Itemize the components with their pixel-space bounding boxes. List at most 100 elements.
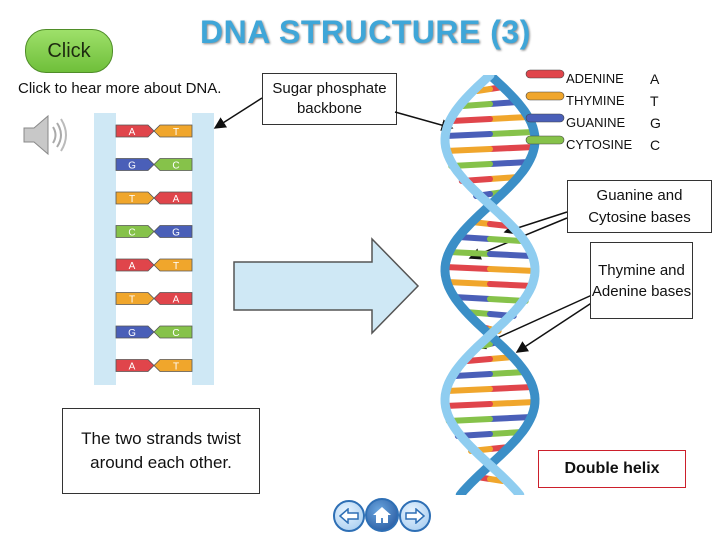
thymine-adenine-label: Thymine and Adenine bases: [590, 242, 693, 319]
base-letter: A: [129, 127, 136, 138]
legend-swatches: [525, 69, 565, 145]
helix-backbone-b: [440, 75, 540, 495]
base-letter: T: [173, 127, 179, 138]
helix-base: [459, 101, 493, 109]
click-button-label: Click: [47, 39, 91, 62]
helix-base: [487, 281, 537, 289]
base-left: [115, 124, 155, 138]
helix-base: [487, 399, 538, 407]
helix-base-pair: [459, 99, 521, 109]
ladder-left-strand: [94, 113, 116, 385]
helix-base-pair: [442, 264, 538, 274]
legend-letters: A T G C: [650, 68, 661, 156]
helix-base-pair: [442, 144, 538, 154]
helix-base: [487, 384, 536, 392]
base-right: [153, 258, 193, 272]
base-letter: G: [172, 228, 180, 239]
helix-base: [442, 131, 493, 139]
base-right: [153, 124, 193, 138]
base-right: [153, 158, 193, 171]
helix-base-pair: [451, 294, 529, 304]
helix-base: [443, 279, 493, 287]
base-letter: G: [128, 161, 136, 172]
helix-base: [451, 294, 493, 302]
legend-cytosine: CYTOSINE: [566, 137, 633, 152]
home-icon: [373, 507, 391, 523]
speaker-icon[interactable]: [20, 112, 70, 158]
base-letter: T: [129, 194, 135, 205]
helix-base-pair: [448, 114, 532, 124]
helix-base-pair: [451, 369, 529, 379]
helix-base: [444, 386, 493, 394]
helix-base: [442, 264, 493, 272]
gc-text: Guanine and Cytosine bases: [588, 186, 691, 226]
legend-thymine: THYMINE: [566, 93, 625, 108]
ladder-right-strand: [192, 113, 214, 385]
base-left: [115, 292, 155, 305]
transform-arrow: [233, 237, 420, 335]
back-button[interactable]: [333, 500, 365, 532]
base-left: [115, 158, 155, 171]
double-helix-label: Double helix: [538, 450, 686, 488]
legend-swatch-thymine: [525, 91, 565, 101]
legend-names: ADENINE THYMINE GUANINE CYTOSINE: [566, 68, 632, 156]
helix-base-pair: [442, 399, 538, 409]
base-right: [153, 191, 193, 205]
hear-more-link[interactable]: Click to hear more about DNA.: [18, 80, 222, 97]
base-letter: A: [129, 362, 136, 373]
back-arrow-icon: [339, 508, 359, 524]
helix-base-pair: [443, 279, 537, 289]
helix-base-pair: [445, 414, 535, 424]
page-title: DNA STRUCTURE (3): [200, 14, 531, 50]
base-letter: G: [128, 328, 136, 339]
helix-base-pair: [444, 384, 536, 394]
helix-base: [487, 114, 532, 122]
arrow-to-helix-backbone: [394, 111, 454, 131]
home-button[interactable]: [365, 498, 399, 532]
helix-base: [487, 144, 538, 152]
legend-guanine: GUANINE: [566, 115, 626, 130]
helix-base: [442, 146, 493, 154]
base-letter: C: [172, 328, 179, 339]
base-letter: A: [173, 194, 180, 205]
base-left: [115, 225, 155, 238]
base-letter: T: [173, 261, 179, 272]
base-letter: C: [128, 228, 135, 239]
base-right: [153, 292, 193, 305]
base-letter: A: [129, 261, 136, 272]
arrow-to-ladder-backbone: [213, 97, 263, 129]
base-letter: C: [172, 161, 179, 172]
legend-swatch-adenine: [525, 69, 565, 79]
base-letter: T: [129, 295, 135, 306]
helix-base: [487, 129, 538, 137]
forward-button[interactable]: [399, 500, 431, 532]
helix-base-pair: [464, 354, 516, 364]
twist-text: The two strands twist around each other.: [81, 429, 241, 472]
helix-base: [487, 266, 538, 274]
helix-base: [487, 221, 511, 229]
base-right: [153, 325, 193, 339]
helix-base-pair: [448, 159, 532, 169]
base-letter: A: [173, 295, 180, 306]
double-helix: [440, 75, 540, 495]
helix-backbone-a: [440, 75, 540, 495]
legend-swatch-cytosine: [525, 135, 565, 145]
helix-base: [487, 414, 535, 422]
helix-base: [487, 159, 532, 167]
helix-base: [448, 116, 493, 124]
base-left: [115, 258, 155, 272]
sugar-phosphate-label: Sugar phosphate backbone: [262, 73, 397, 125]
base-left: [115, 325, 155, 339]
legend-letter-t: T: [650, 93, 659, 109]
arrow-ta-2: [515, 299, 597, 353]
double-helix-text: Double helix: [564, 460, 660, 477]
legend-letter-c: C: [650, 137, 661, 153]
click-button[interactable]: Click: [25, 29, 113, 73]
base-right: [153, 359, 193, 372]
base-left: [115, 359, 155, 372]
